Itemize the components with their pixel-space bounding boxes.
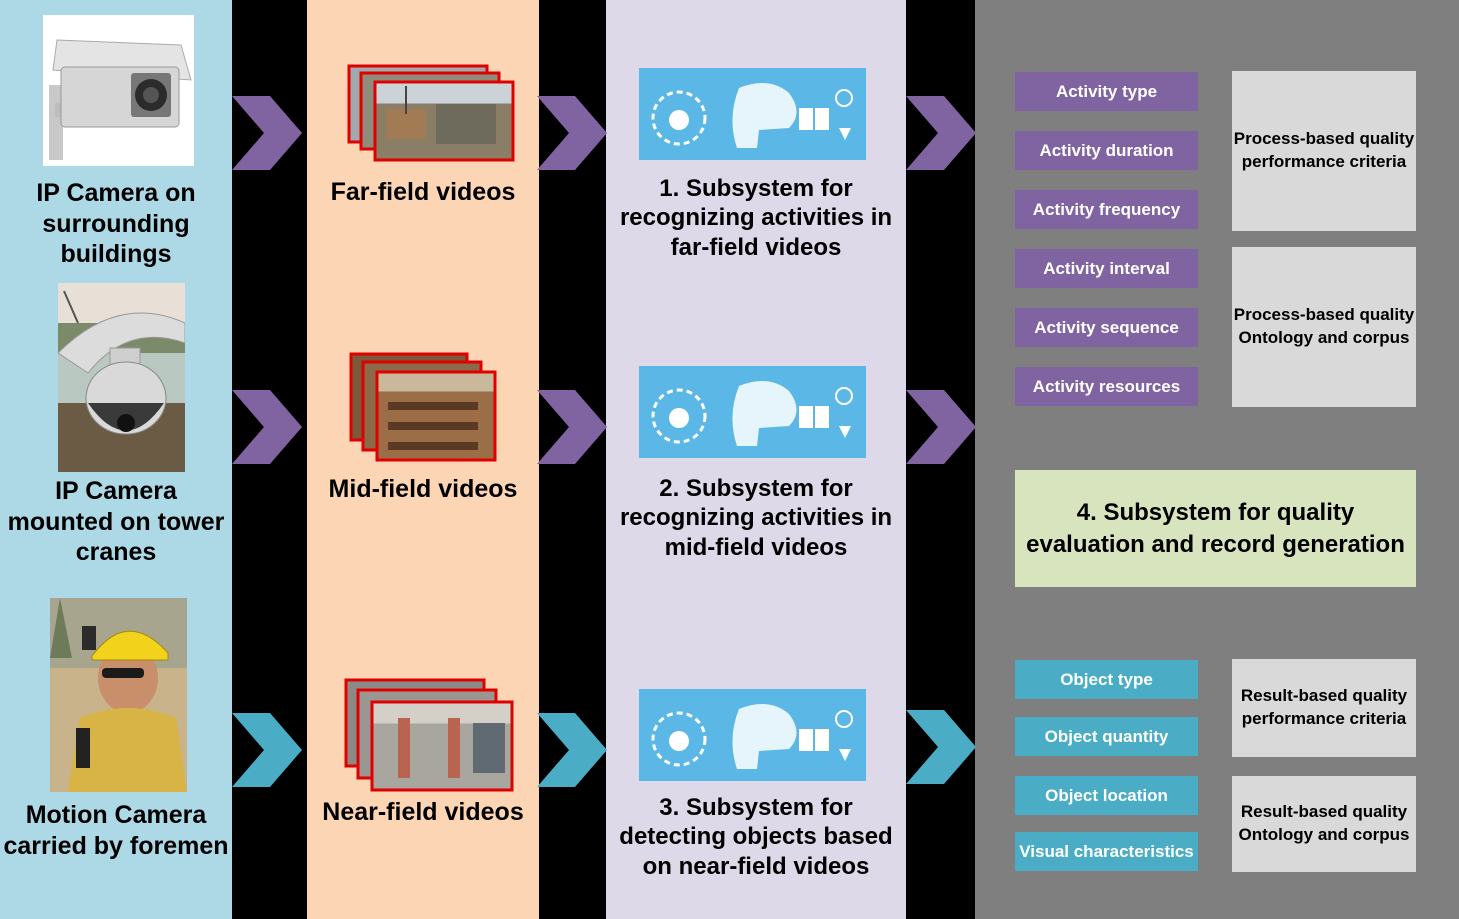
- mid-field-video-frames: [349, 352, 497, 462]
- foreman-helmet-camera-icon: [50, 598, 187, 792]
- camera-label-tower-cranes: IP Camera mounted on tower cranes: [7, 477, 225, 566]
- chevron-right-icon: [537, 96, 607, 170]
- attribute-object-type: Object type: [1015, 660, 1198, 699]
- subsystem-3-label: 3. Subsystem for detecting objects based…: [619, 794, 893, 880]
- chevron-right-icon: [537, 713, 607, 787]
- camera-label-buildings: IP Camera on surrounding buildings: [36, 179, 196, 268]
- ai-brain-banner-icon: [639, 689, 866, 781]
- process-ontology-corpus-box: Process-based quality Ontology and corpu…: [1232, 247, 1416, 407]
- attribute-object-location: Object location: [1015, 776, 1198, 815]
- chevron-right-icon: [906, 96, 976, 170]
- chevron-right-icon: [537, 390, 607, 464]
- attribute-visual-characteristics: Visual characteristics: [1015, 832, 1198, 871]
- attribute-activity-interval: Activity interval: [1015, 249, 1198, 288]
- result-ontology-corpus-box: Result-based quality Ontology and corpus: [1232, 776, 1416, 872]
- dome-camera-icon: [58, 283, 185, 472]
- attribute-activity-type: Activity type: [1015, 72, 1198, 111]
- process-ontology-corpus-label: Process-based quality Ontology and corpu…: [1233, 305, 1415, 347]
- attribute-activity-frequency: Activity frequency: [1015, 190, 1198, 229]
- camera-label-foremen: Motion Camera carried by foremen: [3, 801, 229, 860]
- subsystem-1-label: 1. Subsystem for recognizing activities …: [619, 175, 893, 261]
- box-camera-icon: [43, 15, 194, 166]
- chevron-right-icon: [232, 96, 302, 170]
- result-performance-criteria-label: Result-based quality performance criteri…: [1240, 686, 1408, 728]
- result-performance-criteria-box: Result-based quality performance criteri…: [1232, 659, 1416, 757]
- near-field-videos-label: Near-field videos: [322, 798, 524, 826]
- chevron-right-icon: [232, 390, 302, 464]
- ai-brain-banner-icon: [639, 366, 866, 458]
- far-field-video-frames: [347, 64, 515, 162]
- far-field-videos-label: Far-field videos: [330, 178, 516, 206]
- result-ontology-corpus-label: Result-based quality Ontology and corpus: [1238, 802, 1410, 844]
- process-performance-criteria-box: Process-based quality performance criter…: [1232, 71, 1416, 231]
- near-field-video-frames: [344, 678, 514, 792]
- quality-evaluation-subsystem-box: 4. Subsystem for quality evaluation and …: [1015, 470, 1416, 587]
- attribute-activity-duration: Activity duration: [1015, 131, 1198, 170]
- attribute-object-quantity: Object quantity: [1015, 717, 1198, 756]
- ai-brain-banner-icon: [639, 68, 866, 160]
- attribute-activity-resources: Activity resources: [1015, 367, 1198, 406]
- chevron-right-icon: [906, 710, 976, 784]
- process-performance-criteria-label: Process-based quality performance criter…: [1233, 129, 1415, 171]
- quality-evaluation-subsystem-label: 4. Subsystem for quality evaluation and …: [1026, 499, 1405, 558]
- attribute-activity-sequence: Activity sequence: [1015, 308, 1198, 347]
- chevron-right-icon: [232, 713, 302, 787]
- mid-field-videos-label: Mid-field videos: [328, 475, 518, 503]
- subsystem-2-label: 2. Subsystem for recognizing activities …: [619, 475, 893, 561]
- chevron-right-icon: [906, 390, 976, 464]
